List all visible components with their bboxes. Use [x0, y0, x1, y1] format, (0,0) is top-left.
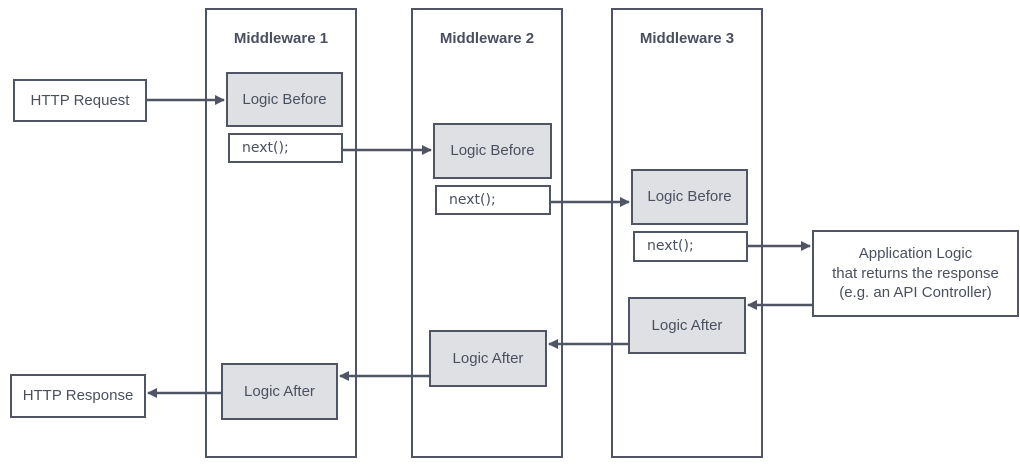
- lane-title-middleware-1: Middleware 1: [233, 30, 329, 47]
- mw2-next-call: next();: [435, 185, 551, 215]
- mw2-logic-after: Logic After: [429, 330, 547, 387]
- mw3-logic-after: Logic After: [628, 297, 746, 354]
- mw3-logic-before-label: Logic Before: [647, 188, 732, 206]
- application-logic-box: Application Logic that returns the respo…: [812, 230, 1019, 317]
- mw1-logic-after: Logic After: [221, 363, 338, 420]
- mw1-logic-before: Logic Before: [226, 72, 343, 127]
- mw1-next-label: next();: [242, 139, 289, 156]
- mw1-logic-before-label: Logic Before: [242, 90, 327, 108]
- mw3-next-label: next();: [647, 238, 694, 255]
- mw3-logic-after-label: Logic After: [651, 316, 723, 334]
- mw2-logic-before: Logic Before: [433, 123, 552, 179]
- http-response-box: HTTP Response: [10, 374, 146, 418]
- mw1-next-call: next();: [228, 133, 343, 163]
- http-response-label: HTTP Response: [22, 387, 134, 405]
- mw3-logic-before: Logic Before: [631, 169, 748, 225]
- http-request-box: HTTP Request: [13, 79, 147, 122]
- mw3-next-call: next();: [633, 231, 748, 262]
- application-logic-label: Application Logic that returns the respo…: [832, 244, 999, 303]
- http-request-label: HTTP Request: [30, 91, 130, 109]
- mw1-logic-after-label: Logic After: [244, 382, 315, 400]
- mw2-logic-before-label: Logic Before: [450, 142, 535, 160]
- mw2-next-label: next();: [449, 191, 496, 208]
- app-logic-line-3: (e.g. an API Controller): [839, 284, 992, 302]
- mw2-logic-after-label: Logic After: [452, 349, 524, 367]
- lane-title-middleware-2: Middleware 2: [439, 30, 535, 47]
- lane-middleware-2: Middleware 2: [411, 8, 563, 458]
- app-logic-line-2: that returns the response: [832, 264, 999, 282]
- app-logic-line-1: Application Logic: [858, 245, 973, 263]
- lane-title-middleware-3: Middleware 3: [639, 30, 735, 47]
